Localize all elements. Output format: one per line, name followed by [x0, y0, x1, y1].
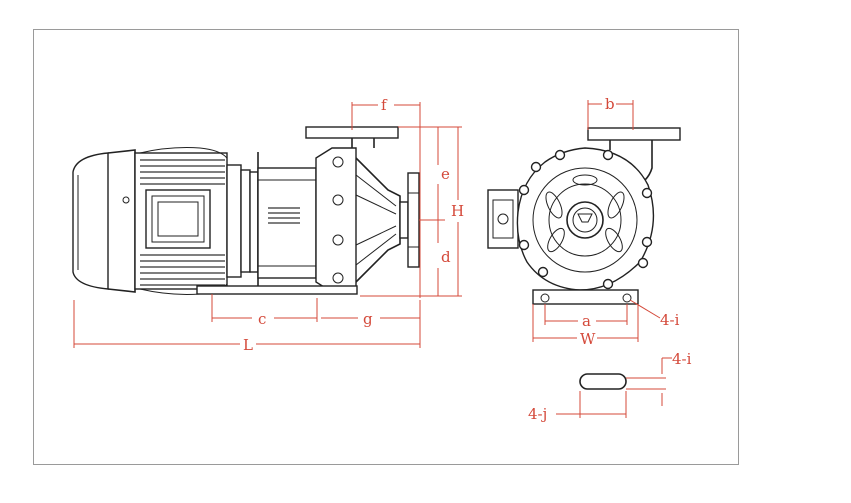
- dim-label-f: f: [381, 96, 388, 114]
- dim-label-L: L: [243, 336, 253, 354]
- dim-label-g: g: [363, 310, 373, 328]
- mounting-slot: [579, 373, 627, 390]
- dim-label-a: a: [582, 312, 591, 330]
- dim-label-b: b: [605, 95, 615, 113]
- front-base: [532, 289, 639, 305]
- dim-label-c: c: [258, 310, 266, 328]
- dim-label-4i-side: 4-i: [660, 311, 680, 329]
- base-plate: [196, 285, 358, 295]
- dim-label-e: e: [441, 165, 450, 183]
- dim-label-4j: 4-j: [528, 405, 547, 423]
- volute-casing: [516, 147, 655, 291]
- front-top-flange: [587, 127, 681, 141]
- motor-body: [134, 147, 251, 295]
- dimension-labels: f e H d c g L b a W 4-i 4-i 4-j: [243, 95, 692, 423]
- dim-label-W: W: [580, 330, 596, 348]
- dim-label-d: d: [441, 248, 451, 266]
- motor-fan-cover: [72, 149, 136, 293]
- bracket: [249, 152, 317, 290]
- dimension-lines: [73, 100, 672, 418]
- pump-casing-side: [305, 126, 420, 293]
- dim-label-H: H: [451, 202, 464, 220]
- side-view: [72, 126, 420, 295]
- cooling-fins: [140, 159, 225, 286]
- front-view: [487, 127, 681, 390]
- dim-label-4i-slot: 4-i: [672, 350, 692, 368]
